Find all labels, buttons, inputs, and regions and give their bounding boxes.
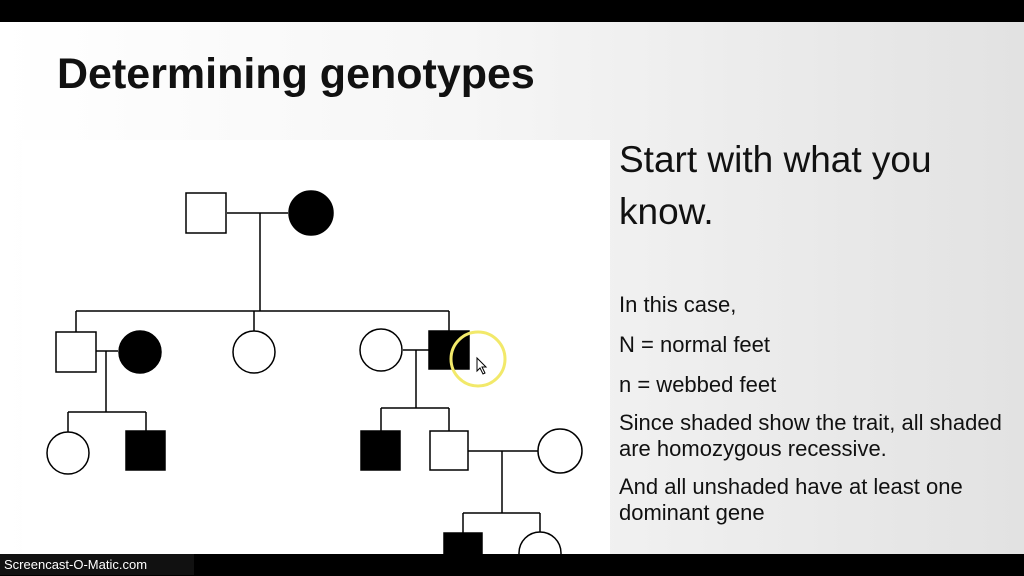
slide: Determining genotypes [0, 22, 1024, 554]
female-unaffected-gen2-c [359, 328, 403, 372]
male-unaffected-gen3-d [429, 430, 469, 471]
male-unaffected-gen1 [185, 192, 227, 234]
female-affected-gen2-a [118, 330, 162, 374]
male-affected-gen4-a [443, 532, 483, 554]
female-unaffected-gen4-b [518, 531, 562, 554]
female-unaffected-gen2-b [232, 330, 276, 374]
shaded-explanation-text: Since shaded show the trait, all shaded … [619, 410, 1002, 461]
case-text: In this case, [619, 292, 737, 317]
pedigree-chart [22, 140, 610, 554]
male-affected-gen3-b [125, 430, 166, 471]
explanation-panel: Start with what you know. In this case, … [619, 134, 1019, 526]
pedigree-svg [46, 190, 583, 554]
screencast-watermark: Screencast-O-Matic.com [0, 554, 194, 575]
bottom-bar: Screencast-O-Matic.com [0, 554, 1024, 576]
female-unaffected-gen3-e [537, 428, 583, 474]
mouse-pointer-icon [476, 356, 488, 375]
male-affected-gen3-c [360, 430, 401, 471]
unshaded-explanation-text: And all unshaded have at least one domin… [619, 474, 963, 525]
recessive-allele-text: n = webbed feet [619, 372, 777, 397]
slide-title: Determining genotypes [57, 50, 535, 98]
male-unaffected-gen2-a [55, 331, 97, 373]
dominant-allele-text: N = normal feet [619, 332, 771, 357]
female-affected-gen1 [288, 190, 334, 236]
female-unaffected-gen3-a [46, 431, 90, 475]
start-heading: Start with what you know. [619, 139, 932, 232]
cursor-highlight [449, 330, 507, 388]
